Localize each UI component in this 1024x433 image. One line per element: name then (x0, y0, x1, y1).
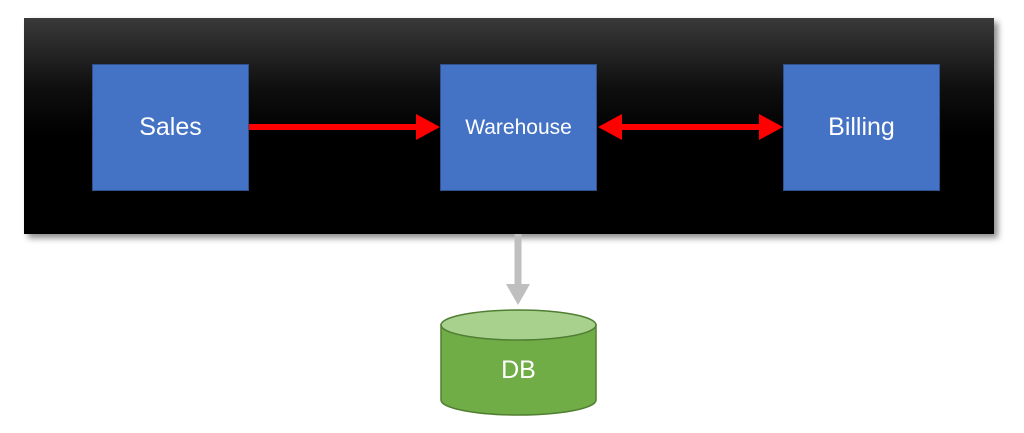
node-sales: Sales (92, 64, 249, 191)
edge-warehouse-db (506, 234, 530, 305)
node-billing-label: Billing (828, 113, 895, 141)
node-sales-label: Sales (139, 113, 202, 141)
db-cylinder (440, 309, 597, 416)
node-warehouse-label: Warehouse (465, 115, 572, 139)
node-warehouse: Warehouse (440, 64, 597, 191)
edge-sales-warehouse (249, 114, 440, 140)
node-billing: Billing (783, 64, 940, 191)
node-db-label: DB (501, 356, 536, 384)
edge-warehouse-billing (598, 114, 783, 140)
